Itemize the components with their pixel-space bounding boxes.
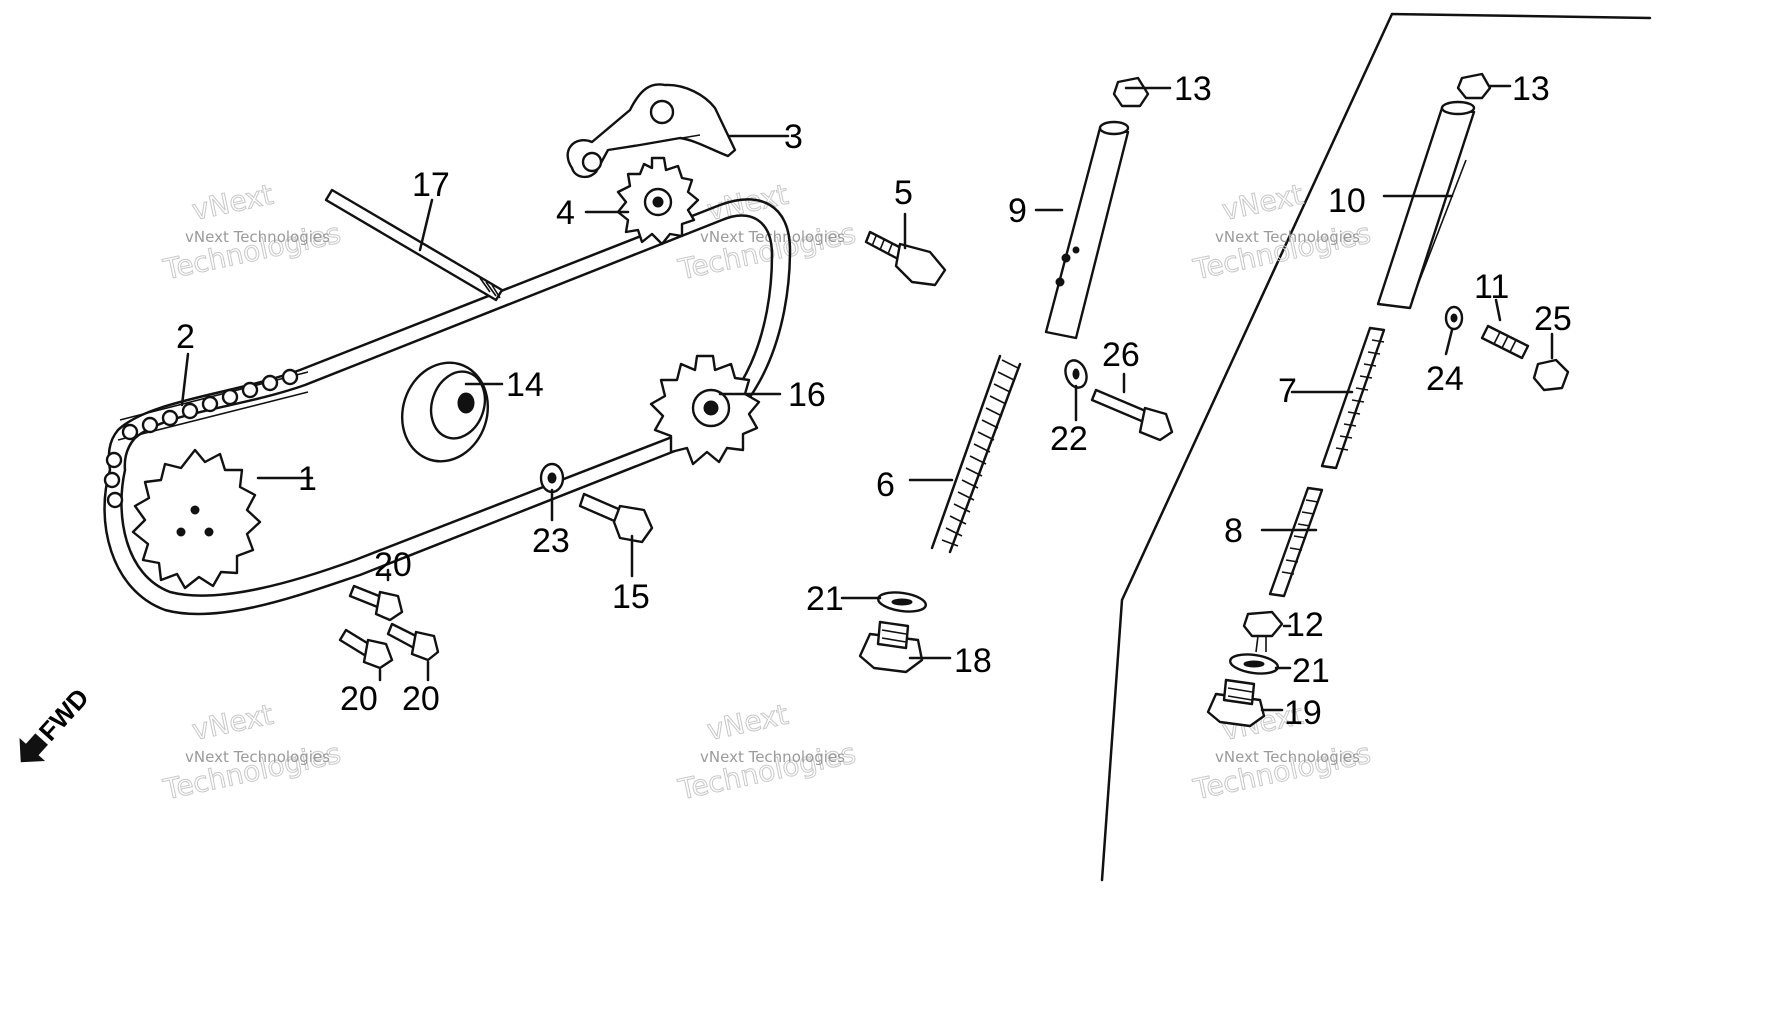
- callout-1: 1: [298, 460, 317, 498]
- svg-text:vNext: vNext: [189, 178, 276, 227]
- callout-5: 5: [894, 174, 913, 212]
- watermark-text: vNext Technologies: [1215, 228, 1360, 246]
- svg-text:vNext: vNext: [704, 178, 791, 227]
- nut-25: [1532, 358, 1570, 392]
- bolt-15: [578, 492, 654, 544]
- callout-9: 9: [1008, 192, 1027, 230]
- callout-21-right: 21: [1292, 652, 1330, 690]
- callout-19: 19: [1284, 694, 1322, 732]
- washer-24: [1444, 305, 1464, 331]
- watermark: vNext Technologies: [674, 697, 859, 807]
- callout-13-left: 13: [1174, 70, 1212, 108]
- tensioner-sleeve-9: [1044, 120, 1130, 340]
- bolt-20-b: [338, 628, 394, 670]
- callout-23: 23: [532, 522, 570, 560]
- watermark-text: vNext Technologies: [700, 748, 845, 766]
- callout-10: 10: [1328, 182, 1366, 220]
- callout-18: 18: [954, 642, 992, 680]
- callout-6: 6: [876, 466, 895, 504]
- sealing-bolt-19: [1206, 678, 1266, 728]
- pushrod-7: [1320, 326, 1386, 470]
- watermark-text: vNext Technologies: [700, 228, 845, 246]
- watermark-group: vNext Technologies vNext Technologies vN…: [159, 177, 1374, 807]
- small-sprocket: [616, 156, 700, 246]
- washer-21-left: [877, 591, 927, 613]
- svg-text:vNext: vNext: [704, 698, 791, 747]
- watermark-text: vNext Technologies: [1215, 748, 1360, 766]
- fwd-indicator: FWD: [19, 682, 95, 763]
- callout-7: 7: [1278, 372, 1297, 410]
- svg-text:Technologies: Technologies: [160, 737, 344, 807]
- tensioner-shaft: [324, 188, 504, 302]
- cap-13-right: [1456, 72, 1492, 100]
- watermark: vNext Technologies: [1189, 697, 1374, 807]
- svg-text:Technologies: Technologies: [160, 217, 344, 287]
- callout-12: 12: [1286, 606, 1324, 644]
- stud-11: [1480, 324, 1530, 360]
- watermark-text: vNext Technologies: [185, 228, 330, 246]
- tensioner-sleeve-10: [1376, 100, 1476, 310]
- watermark: vNext Technologies: [674, 177, 859, 287]
- callout-26: 26: [1102, 336, 1140, 374]
- bolt-26: [1090, 388, 1174, 442]
- callout-8: 8: [1224, 512, 1243, 550]
- bolt-5: [864, 230, 947, 287]
- callout-3: 3: [784, 118, 803, 156]
- callout-20-b: 20: [340, 680, 378, 718]
- callout-21-left: 21: [806, 580, 844, 618]
- callout-16: 16: [788, 376, 826, 414]
- cap-13-left: [1112, 76, 1150, 108]
- callout-17: 17: [412, 166, 450, 204]
- bolt-12: [1242, 610, 1284, 653]
- watermark-text: vNext Technologies: [185, 748, 330, 766]
- callout-20-a: 20: [374, 546, 412, 584]
- svg-text:Technologies: Technologies: [675, 737, 859, 807]
- callout-22: 22: [1050, 420, 1088, 458]
- svg-text:Technologies: Technologies: [1190, 217, 1374, 287]
- sealing-bolt-18: [858, 620, 924, 674]
- washer-22: [1064, 359, 1088, 389]
- callout-15: 15: [612, 578, 650, 616]
- callout-25: 25: [1534, 300, 1572, 338]
- washer-21-right: [1229, 653, 1279, 675]
- callout-20-c: 20: [402, 680, 440, 718]
- callout-2: 2: [176, 318, 195, 356]
- tensioner-spring-6: [930, 354, 1022, 554]
- bolt-20-c: [386, 622, 440, 662]
- callout-24: 24: [1426, 360, 1464, 398]
- cam-chain: [103, 198, 792, 616]
- watermark: vNext Technologies: [159, 697, 344, 807]
- svg-text:vNext: vNext: [1219, 178, 1306, 227]
- pushrod-8: [1268, 486, 1324, 598]
- chain-links: [103, 368, 309, 509]
- callout-labels: 1 2 3 4 5 6 7 8 9 10 11 12 13 13 14 15 1…: [176, 70, 1572, 732]
- bolt-20-a: [348, 584, 404, 622]
- callout-4: 4: [556, 194, 575, 232]
- washer-23: [539, 462, 565, 494]
- callout-13-right: 13: [1512, 70, 1550, 108]
- fwd-arrow-icon: [19, 733, 48, 763]
- timing-sprocket: [131, 448, 262, 590]
- callout-11: 11: [1474, 268, 1509, 306]
- callout-14: 14: [506, 366, 544, 404]
- svg-text:Technologies: Technologies: [1190, 737, 1374, 807]
- tensioner-sprocket: [649, 354, 761, 466]
- svg-text:vNext: vNext: [189, 698, 276, 747]
- watermark: vNext Technologies: [159, 177, 344, 287]
- guide-roller: [400, 361, 490, 463]
- fwd-label: FWD: [33, 682, 95, 746]
- engine-case-outline: [1100, 12, 1652, 882]
- tensioner-bracket: [566, 83, 737, 179]
- leader-lines: [180, 84, 1554, 712]
